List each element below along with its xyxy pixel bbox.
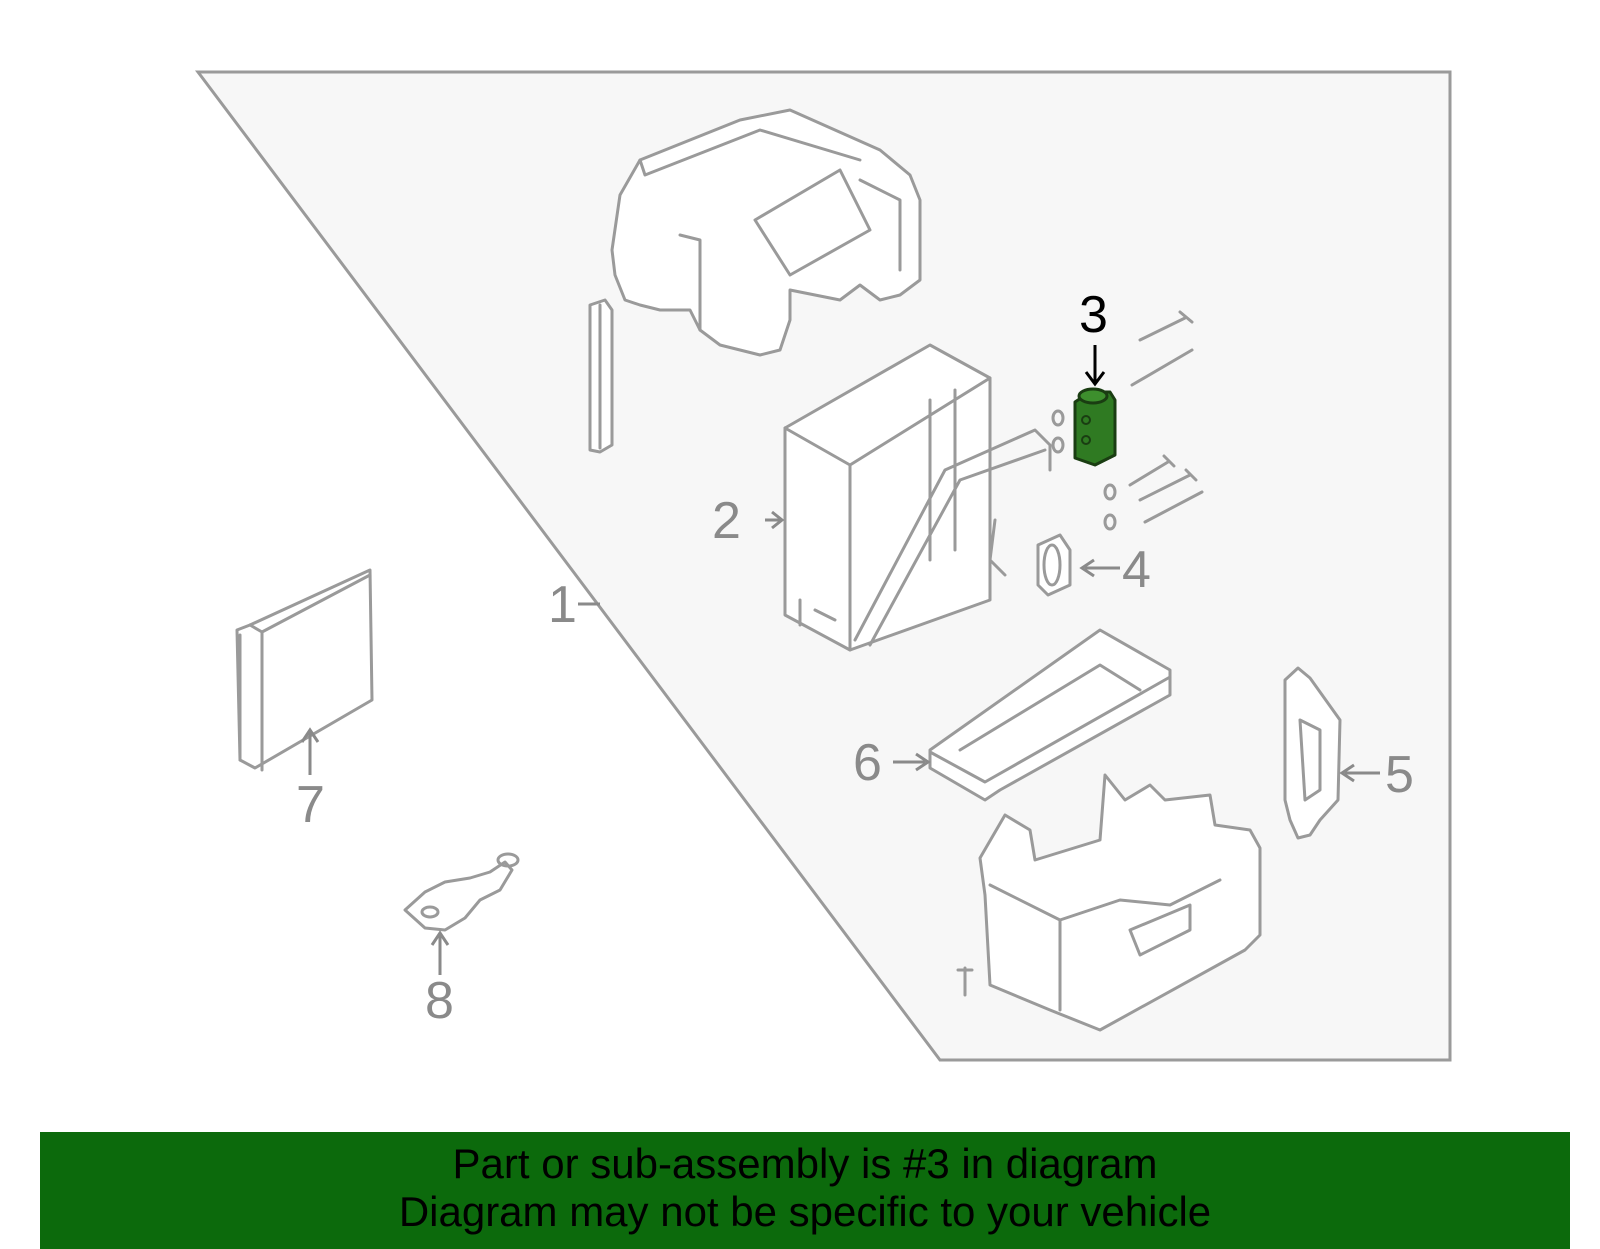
evaporator-core (783, 343, 1052, 652)
callout-7: 7 (296, 776, 325, 834)
callout-8: 8 (425, 972, 454, 1030)
callout-6: 6 (853, 734, 882, 792)
info-banner: Part or sub-assembly is #3 in diagram Di… (40, 1132, 1570, 1249)
banner-line-2: Diagram may not be specific to your vehi… (398, 1188, 1212, 1235)
callout-1: 1 (548, 576, 577, 634)
callout-5: 5 (1385, 746, 1414, 804)
callout-3: 3 (1079, 286, 1108, 344)
bolts (956, 310, 1204, 997)
lower-case (978, 773, 1262, 1032)
drain-hose (403, 852, 520, 932)
callout-2: 2 (712, 492, 741, 550)
callout-4: 4 (1122, 541, 1151, 599)
upper-case (610, 108, 922, 357)
cabin-filter (235, 568, 374, 772)
banner-line-1: Part or sub-assembly is #3 in diagram (452, 1140, 1158, 1187)
grommet (1036, 533, 1072, 597)
leader-lines (300, 345, 1380, 975)
drain-duct (928, 628, 1172, 802)
seal-strip (588, 298, 614, 454)
o-rings (1051, 409, 1117, 531)
gasket (1283, 666, 1342, 840)
expansion-valve (1073, 387, 1117, 467)
